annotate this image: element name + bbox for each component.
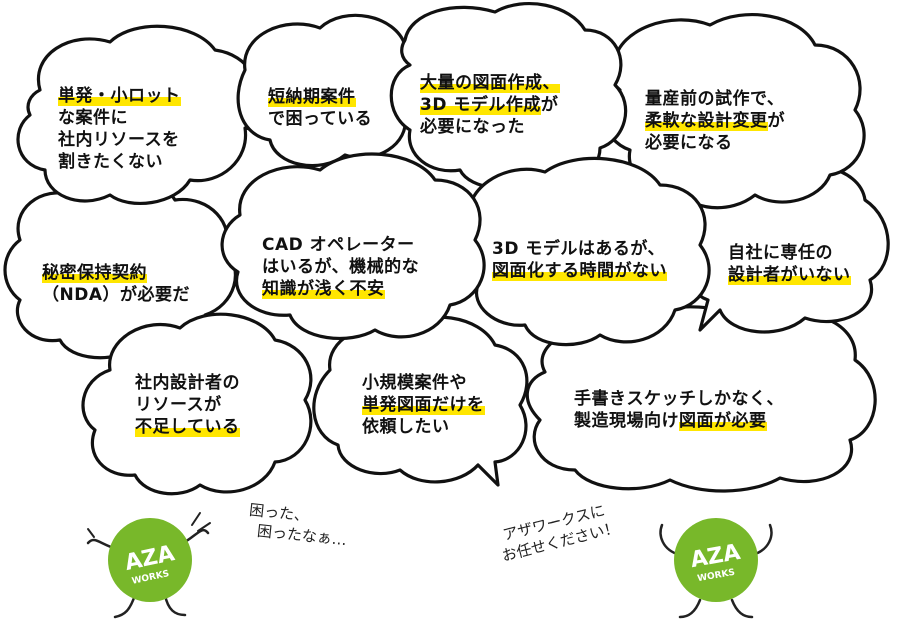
bubble-text-segment: 社内リソースを xyxy=(58,130,180,150)
mascot-confident: AZA WORKS xyxy=(659,518,773,619)
bubble-line: で困っている xyxy=(268,108,372,130)
bubble-text-no-designer: 自社に専任の設計者がいない xyxy=(728,242,851,286)
bubble-text-segment: が xyxy=(767,111,785,131)
bubble-line: 3D モデル作成が xyxy=(420,94,560,116)
bubble-text-segment: 依頼したい xyxy=(362,417,450,437)
bubble-text-short-deadline: 短納期案件で困っている xyxy=(268,86,372,130)
bubble-line: リソースが xyxy=(135,394,240,416)
bubble-line: 依頼したい xyxy=(362,416,485,438)
bubble-text-nda: 秘密保持契約（NDA）が必要だ xyxy=(42,262,190,306)
highlighted-text: 秘密保持契約 xyxy=(42,263,147,283)
bubble-text-segment: 製造現場向け xyxy=(574,411,679,431)
bubble-text-segment: 小規模案件や xyxy=(362,373,467,393)
bubble-text-cad-operator: CAD オペレーターはいるが、機械的な知識が浅く不安 xyxy=(262,234,419,300)
bubble-text-segment: な案件に xyxy=(58,108,128,128)
highlighted-text: 図面が必要 xyxy=(679,411,767,431)
bubble-text-segment: CAD オペレーター xyxy=(262,235,415,255)
bubble-line: 単発・小ロット xyxy=(58,85,181,107)
bubble-line: 設計者がいない xyxy=(728,264,851,286)
bubble-text-segment: 必要になる xyxy=(645,133,733,153)
highlighted-text: 柔軟な設計変更 xyxy=(645,111,768,131)
bubble-outline xyxy=(81,312,313,496)
bubble-line: な案件に xyxy=(58,107,181,129)
bubble-text-hand-sketch: 手書きスケッチしかなく、製造現場向け図面が必要 xyxy=(574,388,784,432)
mascot-body xyxy=(674,518,758,602)
bubble-text-segment: で困っている xyxy=(268,109,373,129)
highlighted-text: 単発・小ロット xyxy=(58,86,181,106)
bubble-line: 3D モデルはあるが、 xyxy=(492,238,667,260)
bubble-text-prototype-changes: 量産前の試作で、柔軟な設計変更が必要になる xyxy=(645,88,785,154)
highlighted-text: 3D モデル作成 xyxy=(420,95,541,115)
bubble-text-segment: 自社に専任の xyxy=(728,243,833,263)
bubble-line: 図面化する時間がない xyxy=(492,260,667,282)
bubble-text-segment: 量産前の試作で、 xyxy=(645,89,785,109)
bubble-text-single-lot: 単発・小ロットな案件に社内リソースを割きたくない xyxy=(58,85,181,173)
bubble-text-segment: 社内設計者の xyxy=(135,373,240,393)
bubble-line: 単発図面だけを xyxy=(362,394,485,416)
bubble-line: （NDA）が必要だ xyxy=(42,284,190,306)
bubble-text-segment: 割きたくない xyxy=(58,152,163,172)
highlighted-text: 不足している xyxy=(135,417,240,437)
bubble-line: 不足している xyxy=(135,416,240,438)
bubble-outline xyxy=(16,24,272,205)
bubble-line: 割きたくない xyxy=(58,151,181,173)
bubble-text-segment: 3D モデルはあるが、 xyxy=(492,239,666,259)
bubble-line: 量産前の試作で、 xyxy=(645,88,785,110)
bubble-line: CAD オペレーター xyxy=(262,234,419,256)
highlighted-text: 知識が浅く不安 xyxy=(262,279,385,299)
bubble-line: 短納期案件 xyxy=(268,86,372,108)
bubble-text-3d-model-no-time: 3D モデルはあるが、図面化する時間がない xyxy=(492,238,667,282)
bubble-outline xyxy=(457,156,711,347)
bubble-line: 手書きスケッチしかなく、 xyxy=(574,388,784,410)
bubble-line: 柔軟な設計変更が xyxy=(645,110,785,132)
mascot-worried: AZA WORKS xyxy=(86,512,211,619)
bubble-text-segment: 必要になった xyxy=(420,117,525,137)
bubble-line: 社内設計者の xyxy=(135,372,240,394)
bubble-text-small-projects: 小規模案件や単発図面だけを依頼したい xyxy=(362,372,485,438)
bubble-text-segment: （NDA）が必要だ xyxy=(42,285,190,305)
bubble-text-segment: が xyxy=(540,95,559,115)
bubble-text-bulk-drawings: 大量の図面作成、3D モデル作成が必要になった xyxy=(420,72,560,138)
bubble-line: 自社に専任の xyxy=(728,242,851,264)
bubble-text-segment: はいるが、機械的な xyxy=(262,257,420,277)
bubble-line: 知識が浅く不安 xyxy=(262,278,419,300)
bubble-line: 秘密保持契約 xyxy=(42,262,190,284)
bubble-text-segment: 手書きスケッチしかなく、 xyxy=(574,389,784,409)
mascot-body xyxy=(108,518,192,602)
bubble-text-segment: リソースが xyxy=(135,395,222,415)
highlighted-text: 図面化する時間がない xyxy=(492,261,667,281)
bubble-line: 社内リソースを xyxy=(58,129,181,151)
bubble-line: 製造現場向け図面が必要 xyxy=(574,410,784,432)
bubble-line: 小規模案件や xyxy=(362,372,485,394)
highlighted-text: 短納期案件 xyxy=(268,87,356,107)
bubble-text-designer-shortage: 社内設計者のリソースが不足している xyxy=(135,372,240,438)
bubble-line: 大量の図面作成、 xyxy=(420,72,560,94)
highlighted-text: 大量の図面作成、 xyxy=(420,73,560,93)
highlighted-text: 設計者がいない xyxy=(728,265,851,285)
bubble-line: はいるが、機械的な xyxy=(262,256,419,278)
bubble-line: 必要になる xyxy=(645,132,785,154)
highlighted-text: 単発図面だけを xyxy=(362,395,485,415)
bubble-line: 必要になった xyxy=(420,116,560,138)
